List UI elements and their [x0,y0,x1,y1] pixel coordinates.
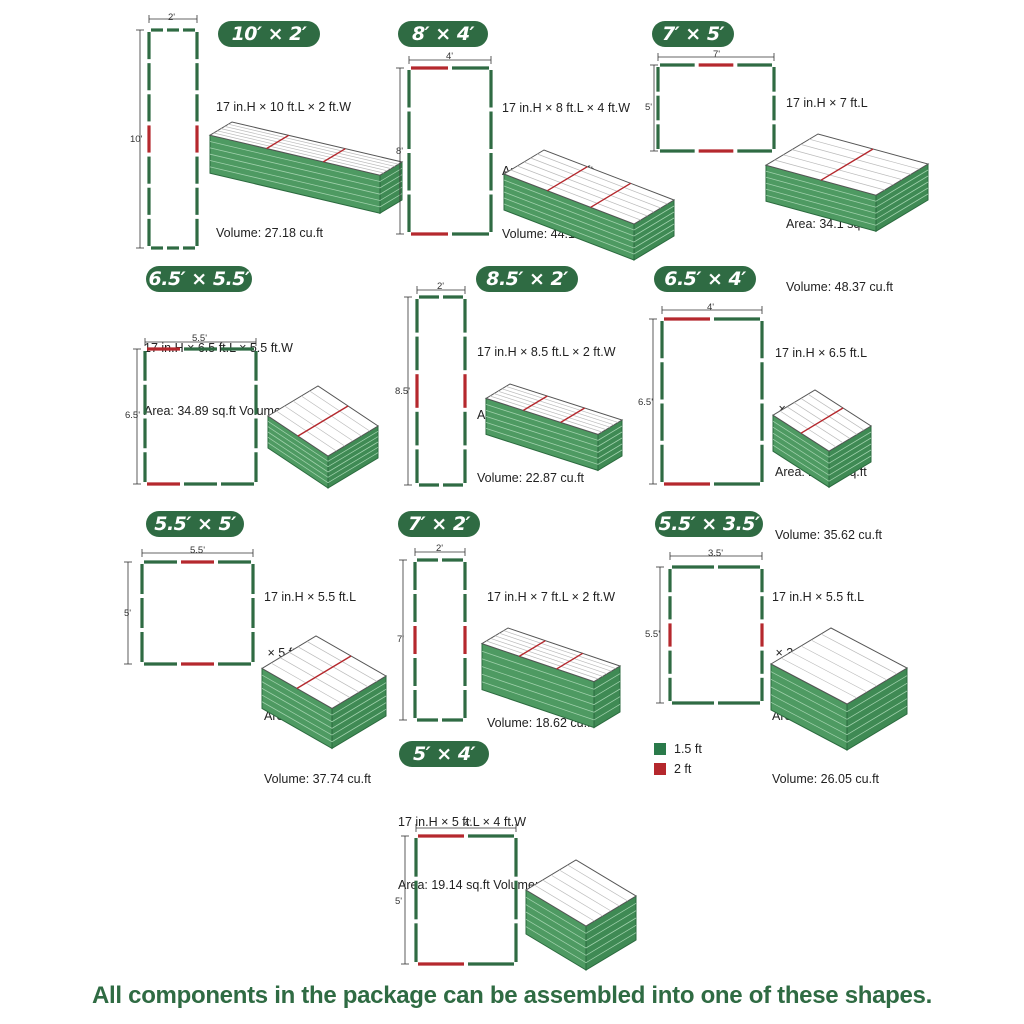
shape-specs: 17 in.H × 8 ft.L × 4 ft.W Area: 31.14 sq… [502,101,631,241]
legend-swatch-green [654,743,666,755]
footer-caption: All components in the package can be ass… [92,982,932,1009]
legend-item-1.5ft: 1.5 ft [654,739,702,759]
shape-title: 5.5′ × 3.5′ [655,511,763,537]
width-dimension-label: 4' [707,302,715,313]
shape-specs: 17 in.H × 7 ft.L × 5 ft.W Area: 34.1 sq.… [786,96,894,294]
shape-specs: 17 in.H × 5.5 ft.L × 5 ft.W Area: 26.64 … [264,590,372,786]
length-dimension-label: 8.5' [395,386,411,397]
length-dimension-label: 7' [397,634,405,645]
shape-specs: 17 in.H × 8.5 ft.L × 2 ft.W Area: 16.14 … [477,345,616,485]
length-dimension-label: 6.5' [638,397,654,408]
shape-specs: 17 in.H × 10 ft.L × 2 ft.W Area: 19.14 s… [216,100,352,240]
width-dimension-label: 2' [436,543,444,554]
legend-swatch-red [654,763,666,775]
width-dimension-label: 5.5' [192,333,208,344]
length-dimension-label: 5.5' [645,629,661,640]
length-dimension-label: 5' [395,896,403,907]
length-dimension-label: 6.5' [125,410,141,421]
shape-title: 6.5′ × 5.5′ [146,266,252,292]
shape-title: 7′ × 5′ [652,21,734,47]
legend-item-2ft: 2 ft [654,759,702,779]
shape-title: 10′ × 2′ [218,21,320,47]
legend: 1.5 ft 2 ft [654,739,702,779]
shape-title: 8′ × 4′ [398,21,488,47]
width-dimension-label: 5.5' [190,545,206,556]
shape-specs: 17 in.H × 6.5 ft.L × 5.5 ft.W Area: 34.8… [144,341,347,418]
length-dimension-label: 10' [130,134,143,145]
shape-specs: 17 in.H × 5 ft.L × 4 ft.W Area: 19.14 sq… [398,815,601,892]
shape-title: 5′ × 4′ [399,741,489,767]
shape-title: 8.5′ × 2′ [476,266,578,292]
width-dimension-label: 3.5' [708,548,724,559]
length-dimension-label: 5' [645,102,653,113]
width-dimension-label: 4' [446,51,454,62]
shape-title: 7′ × 2′ [398,511,480,537]
shape-specs: 17 in.H × 5.5 ft.L × 3.5 ft.W Area: 18.3… [772,590,880,786]
shape-title: 5.5′ × 5′ [146,511,244,537]
width-dimension-label: 2' [437,281,445,292]
width-dimension-label: 2' [168,12,176,23]
length-dimension-label: 8' [396,146,404,157]
shape-title: 6.5′ × 4′ [654,266,756,292]
length-dimension-label: 5' [124,608,132,619]
width-dimension-label: 4' [464,818,472,829]
shape-specs: 17 in.H × 7 ft.L × 2 ft.W Area: 13.14 sq… [487,590,616,730]
width-dimension-label: 7' [713,49,721,60]
